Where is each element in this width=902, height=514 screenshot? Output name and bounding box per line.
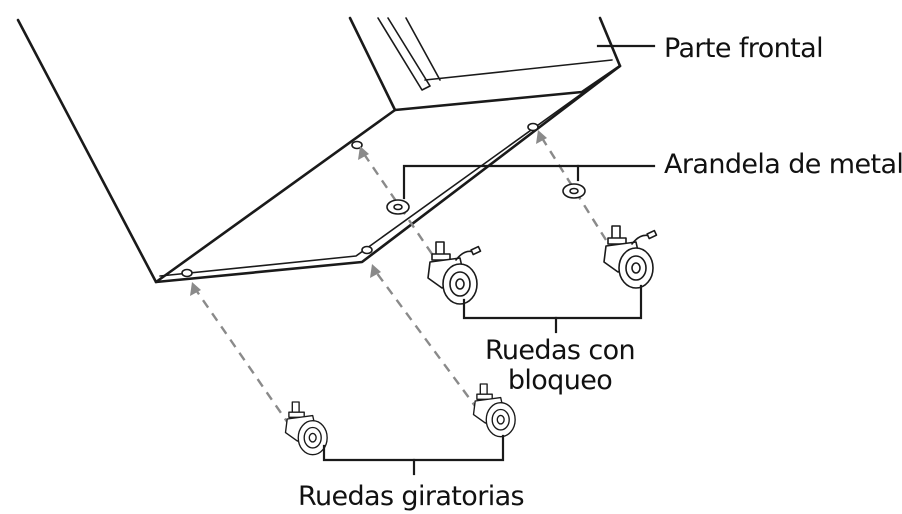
metal-washers: [386, 183, 586, 215]
mounting-holes: [181, 122, 539, 278]
mounting-hole: [361, 245, 373, 255]
washer-leader: [402, 164, 656, 200]
label-front: Parte frontal: [664, 33, 824, 64]
mounting-hole: [527, 122, 539, 132]
guide-arrows: [190, 130, 608, 427]
locking-bracket: [462, 284, 643, 320]
cabinet-front-edge: [348, 16, 622, 112]
label-locking-casters-line2: bloqueo: [507, 365, 613, 396]
mounting-hole: [351, 140, 363, 150]
swivel-bracket: [322, 434, 505, 462]
swivel-caster: [284, 401, 328, 456]
guide-arrow: [195, 289, 291, 427]
guide-arrow: [540, 137, 608, 241]
cabinet-bottom-panel: [16, 16, 622, 284]
guide-arrow: [375, 271, 479, 411]
label-metal-washer: Arandela de metal: [664, 149, 902, 180]
mounting-hole: [181, 268, 193, 278]
label-locking-casters: Ruedas con bloqueo: [470, 336, 650, 396]
label-swivel-casters: Ruedas giratorias: [298, 481, 525, 512]
guide-arrow: [363, 153, 433, 255]
locking-caster: [604, 226, 656, 288]
locking-casters: [428, 226, 656, 304]
cabinet: [16, 16, 622, 284]
label-locking-casters-line1: Ruedas con: [484, 335, 636, 366]
locking-caster: [428, 242, 480, 304]
leader-lines: [322, 44, 656, 476]
